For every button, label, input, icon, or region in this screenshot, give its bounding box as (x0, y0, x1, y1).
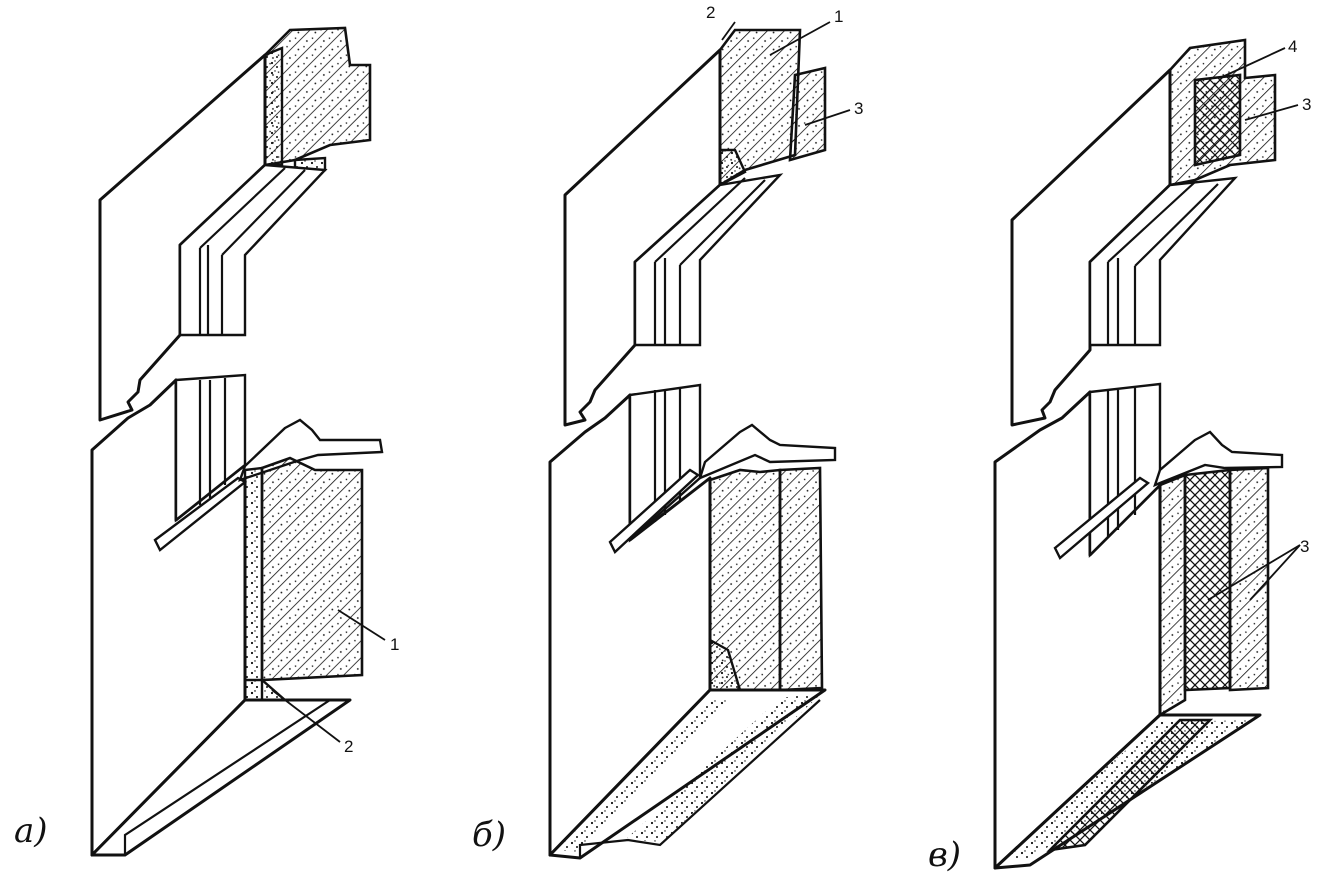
figure-a-base-edge (123, 699, 331, 855)
figure-c-label-3-bottom: 3 (1300, 537, 1309, 556)
figure-b-caption: б) (472, 815, 506, 855)
figure-c-masonry-bottom-3a (1158, 473, 1187, 718)
figure-b-base-edge (578, 699, 821, 858)
figure-a-pane-top-1 (199, 167, 286, 249)
figure-a-caption: а) (14, 811, 48, 851)
figure-a-label-1: 1 (390, 635, 399, 654)
figure-b-leader-1 (769, 21, 831, 56)
figure-b-sill-flashing (608, 468, 700, 554)
figure-c-leader-3a (1207, 544, 1301, 601)
figure-a-leader-2 (271, 689, 341, 743)
figure-a-frame-upper (178, 163, 328, 337)
figure-a-insulation-bottom (243, 466, 264, 702)
figure-b-pane-top-2 (679, 179, 766, 266)
figure-c-base-core (1046, 718, 1214, 852)
figure-c-pane-top-2 (1134, 183, 1219, 267)
figure-c-leader-3b (1249, 544, 1301, 601)
figure-b-insulation-bottom (708, 637, 742, 692)
figure-c-sill-board (1153, 430, 1284, 488)
figure-b-insulation-top (718, 148, 747, 187)
figure-c-masonry-bottom-3b (1228, 466, 1270, 692)
figure-a-leader-1 (337, 609, 386, 641)
figure-c-pane-top-1 (1107, 181, 1196, 263)
figure-a-insulation-corner (243, 678, 289, 702)
figure-c-sill-flashing (1053, 476, 1151, 560)
figure-a-insulation-top (263, 46, 284, 167)
figure-b-label-3: 3 (854, 99, 863, 118)
figure-a-masonry-bottom (260, 456, 364, 682)
figure-b-label-1: 1 (834, 7, 843, 26)
figure-b-leader-3 (804, 109, 851, 126)
figure-b-masonry-top-3 (788, 66, 827, 162)
figure-b: 2 1 3 б) (472, 3, 863, 860)
figure-c-label-3-top: 3 (1302, 95, 1311, 114)
figure-b-label-2: 2 (706, 3, 715, 22)
figure-a: 1 2 а) (14, 26, 399, 857)
figure-b-leader-2 (721, 21, 736, 41)
figure-b-sill-board (698, 423, 837, 481)
figure-c-frame-upper (1088, 176, 1239, 347)
figure-c-label-4: 4 (1288, 37, 1297, 56)
figure-b-frame-upper (633, 173, 784, 347)
figure-b-masonry-bottom-3 (778, 466, 824, 692)
figure-c-leader-3-top (1244, 104, 1299, 121)
figure-a-pane-top-2 (221, 169, 306, 256)
figure-b-pane-top-1 (654, 177, 746, 263)
figure-c-masonry-top-4 (1193, 73, 1242, 167)
figure-a-wall-base (90, 698, 352, 857)
figure-a-label-2: 2 (344, 737, 353, 756)
figure-c: 4 3 3 в) (928, 37, 1311, 875)
figure-c-caption: в) (928, 835, 961, 875)
figure-c-masonry-bottom-4 (1183, 468, 1232, 692)
figure-b-base-insulation-1 (556, 700, 730, 852)
figure-c-leader-4 (1219, 47, 1286, 79)
figure-b-base-insulation-2 (625, 693, 822, 842)
